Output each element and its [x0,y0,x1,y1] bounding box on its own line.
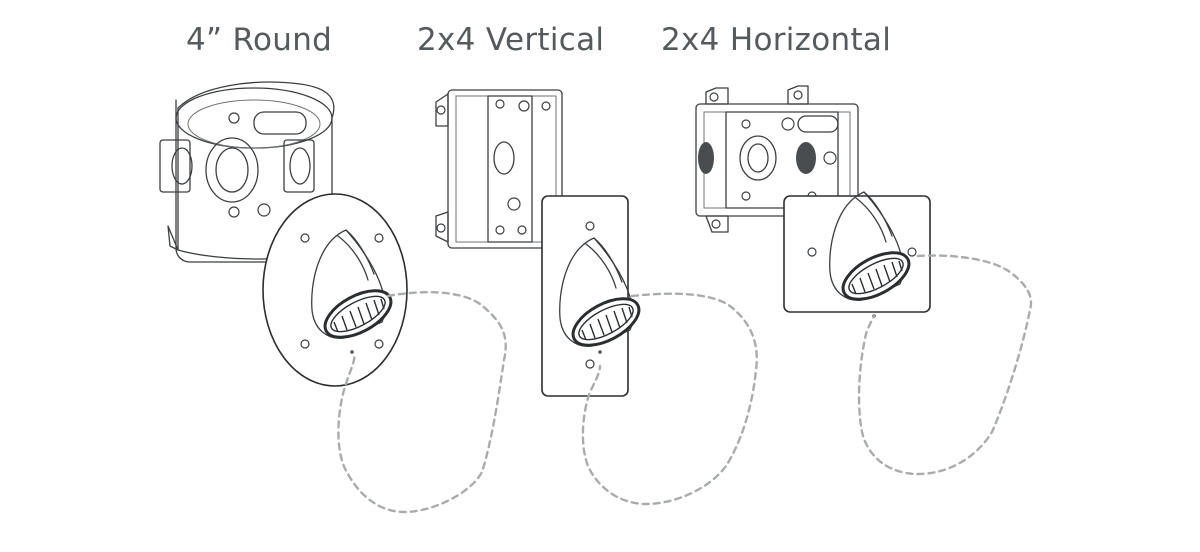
round-wire [337,290,507,514]
vertical-junction-box [435,89,563,249]
horizontal-wire [857,254,1033,476]
horizontal-mount-label: 2x4 Horizontal [661,22,892,58]
horizontal-cover-plate [783,190,931,318]
round-cover-plate [262,193,408,387]
vertical-cover-plate [541,195,648,397]
round-mount-label: 4” Round [186,22,333,58]
round-junction-box [159,81,335,263]
vertical-mount-label: 2x4 Vertical [417,22,605,58]
vertical-wire [581,292,758,506]
